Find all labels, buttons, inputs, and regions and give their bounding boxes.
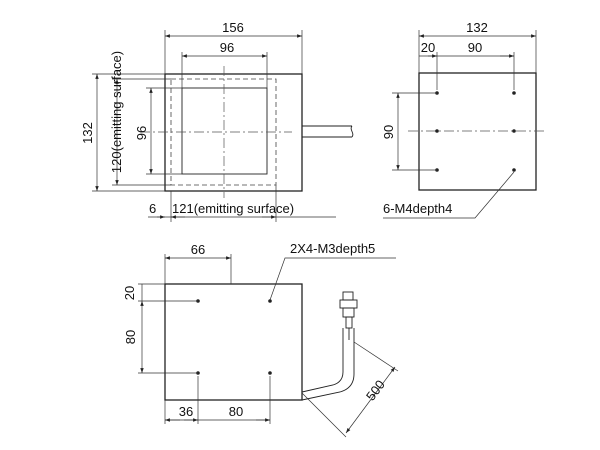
label-120-emitting-surface: 120(emitting surface) <box>109 51 124 173</box>
side-view: 132 20 90 90 6-M4depth4 <box>381 20 544 219</box>
label-121-emitting-surface: 121(emitting surface) <box>172 201 294 216</box>
label-side-132: 132 <box>466 20 488 35</box>
label-side-20: 20 <box>421 40 435 55</box>
cable-connector <box>339 291 358 340</box>
label-side-90-vertical: 90 <box>381 125 396 139</box>
dimension-line-500 <box>345 366 396 434</box>
label-2x4-m3depth5: 2X4-M3depth5 <box>290 241 375 256</box>
side-body-outline <box>418 72 537 191</box>
side-hole-middle-right <box>512 129 516 133</box>
label-6: 6 <box>149 201 156 216</box>
bottom-view: 66 2X4-M3depth5 20 80 36 80 500 <box>122 241 399 438</box>
leader-6-m4depth4 <box>383 171 515 219</box>
emitting-surface-outline <box>170 78 277 186</box>
front-cable <box>302 125 354 138</box>
label-96-horizontal: 96 <box>220 40 234 55</box>
side-hole-top-right <box>512 91 516 95</box>
label-132-vertical: 132 <box>80 122 95 144</box>
side-hole-middle-left <box>435 129 439 133</box>
bottom-cable <box>301 328 355 401</box>
label-96-vertical: 96 <box>134 126 149 140</box>
label-6-m4depth4: 6-M4depth4 <box>383 201 452 216</box>
label-66: 66 <box>191 242 205 257</box>
label-156: 156 <box>222 20 244 35</box>
label-side-90-horizontal: 90 <box>468 40 482 55</box>
label-36: 36 <box>179 404 193 419</box>
bottom-hole-top-right <box>268 299 272 303</box>
side-hole-bottom-right <box>512 168 516 172</box>
bottom-body-outline <box>164 283 303 401</box>
bottom-hole-bottom-right <box>268 371 272 375</box>
front-body-outline <box>164 73 303 192</box>
label-bottom-80-vertical: 80 <box>123 330 138 344</box>
front-window-outline <box>181 87 268 175</box>
label-bottom-80-horizontal: 80 <box>229 404 243 419</box>
label-bottom-20: 20 <box>122 286 137 300</box>
leader-2x4-m3depth5 <box>269 257 396 301</box>
front-view: 156 96 132 120(emitting surface) 96 6 12… <box>80 20 354 222</box>
